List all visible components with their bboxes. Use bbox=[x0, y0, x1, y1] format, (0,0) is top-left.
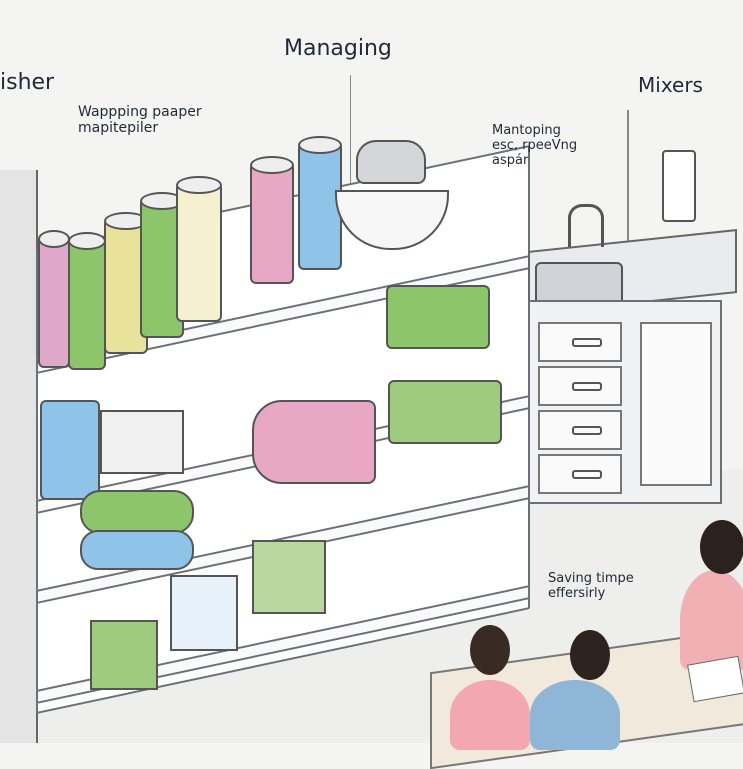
tape-roll bbox=[40, 400, 100, 500]
storage-bin bbox=[170, 575, 238, 651]
stand-mixer bbox=[356, 140, 426, 184]
callout-wrapping-paper: Wappping paaper mapitepiler bbox=[78, 104, 202, 137]
folded-towels bbox=[388, 380, 502, 444]
drawer[interactable] bbox=[538, 322, 622, 362]
green-basket bbox=[252, 540, 326, 614]
drawer[interactable] bbox=[538, 410, 622, 450]
label-top-center: Managing bbox=[284, 36, 392, 61]
person-woman-right bbox=[680, 570, 743, 670]
label-top-right: Mixers bbox=[638, 73, 703, 97]
callout-saving-time: Saving timpe effersirly bbox=[548, 571, 634, 601]
callout-mantoping: Mantoping esc, rpeeVng aspár bbox=[492, 123, 578, 168]
drawer[interactable] bbox=[538, 454, 622, 494]
drawer[interactable] bbox=[538, 366, 622, 406]
door-frame bbox=[0, 170, 38, 743]
folded-towels bbox=[386, 285, 490, 349]
kitchen-cabinet bbox=[528, 300, 722, 504]
person-head bbox=[470, 625, 510, 675]
towel-holder bbox=[662, 150, 696, 222]
pink-paper-roll bbox=[252, 400, 376, 484]
label-top-left: isher bbox=[0, 70, 55, 95]
wrapping-paper-roll bbox=[68, 232, 106, 370]
green-paper-roll bbox=[80, 490, 194, 534]
storage-basket bbox=[100, 410, 184, 474]
wrapping-paper-roll bbox=[250, 156, 294, 284]
person-woman-left bbox=[450, 680, 530, 750]
person-head bbox=[570, 630, 610, 680]
person-man bbox=[530, 680, 620, 750]
cabinet-door[interactable] bbox=[640, 322, 712, 486]
green-basket bbox=[90, 620, 158, 690]
person-head bbox=[700, 520, 743, 574]
wall-line bbox=[350, 75, 351, 245]
wrapping-paper-roll bbox=[176, 176, 222, 322]
blue-paper-roll bbox=[80, 530, 194, 570]
faucet bbox=[568, 204, 604, 247]
wrapping-paper-roll bbox=[38, 230, 70, 368]
wall-line bbox=[627, 110, 629, 250]
